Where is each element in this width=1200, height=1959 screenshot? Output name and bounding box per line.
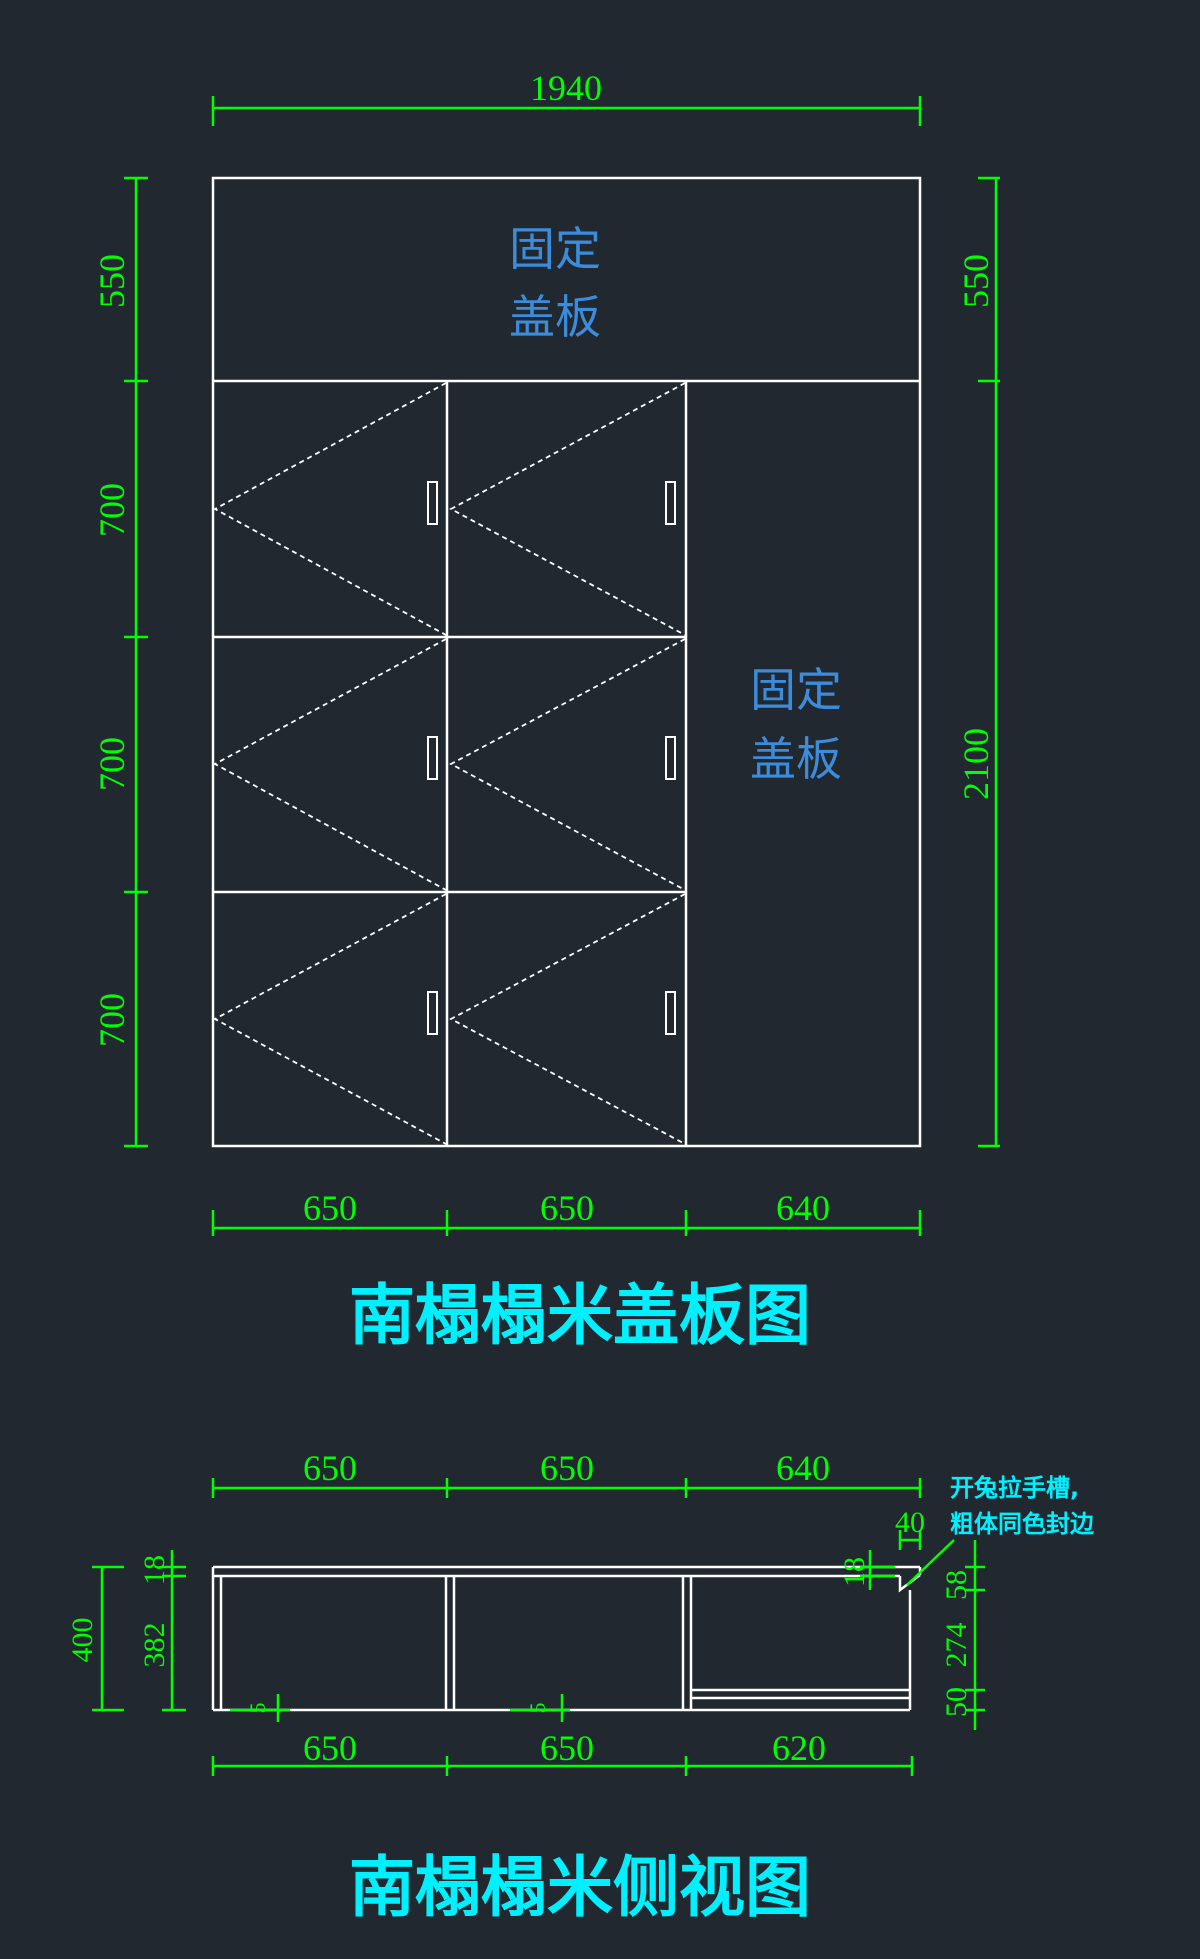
side-note-line2: 粗体同色封边 [950, 1510, 1095, 1538]
side-dim-400: 400 [66, 1618, 99, 1663]
side-dim-50: 50 [940, 1687, 973, 1717]
side-dim-bottom-650-2: 650 [540, 1728, 594, 1768]
top-view-title: 南榻榻米盖板图 [349, 1277, 811, 1354]
fixed-panel-right-line1: 固定 [750, 663, 842, 717]
dim-bottom-650-2: 650 [540, 1188, 594, 1228]
side-dim-top-650-1: 650 [303, 1448, 357, 1488]
dim-right-550: 550 [956, 254, 996, 308]
handle-r1c2 [665, 481, 676, 525]
side-dim-top-640: 640 [776, 1448, 830, 1488]
side-dim-bottom-650-1: 650 [303, 1728, 357, 1768]
side-dim-5-b: 5 [525, 1703, 550, 1714]
side-top-width-labels: 650 650 640 [303, 1448, 830, 1488]
side-vertical-labels: 400 18 382 40 18 58 274 50 5 5 [66, 1506, 973, 1717]
side-dim-382: 382 [138, 1623, 171, 1668]
dim-bottom-650-1: 650 [303, 1188, 357, 1228]
side-dim-274: 274 [940, 1623, 973, 1668]
fixed-panel-right-line2: 盖板 [750, 732, 842, 786]
side-dim-bottom-620: 620 [772, 1728, 826, 1768]
right-height-labels: 550 2100 [956, 254, 996, 800]
bottom-width-labels: 650 650 640 [303, 1188, 830, 1228]
side-dim-18-left: 18 [138, 1555, 171, 1585]
handle-r1c1 [427, 481, 438, 525]
handle-r3c2 [665, 991, 676, 1035]
side-bottom-width-labels: 650 650 620 [303, 1728, 826, 1768]
side-dim-40: 40 [895, 1506, 925, 1539]
side-note-line1: 开兔拉手槽, [950, 1474, 1079, 1502]
side-view-dimension-lines [92, 1478, 985, 1776]
top-view-outline [211, 176, 922, 1148]
dim-overall-width: 1940 [530, 68, 602, 108]
dim-right-2100: 2100 [956, 728, 996, 800]
dim-left-550: 550 [92, 254, 132, 308]
side-view-title: 南榻榻米侧视图 [349, 1849, 811, 1926]
side-note: 开兔拉手槽, 粗体同色封边 [950, 1474, 1095, 1538]
side-view-outline [211, 1565, 922, 1712]
handle-r3c1 [427, 991, 438, 1035]
fixed-panel-top-line1: 固定 [509, 222, 601, 276]
door-handles [427, 481, 676, 1035]
dim-bottom-640: 640 [776, 1188, 830, 1228]
fixed-panel-top-line2: 盖板 [509, 290, 601, 344]
dim-left-700-3: 700 [92, 993, 132, 1047]
side-dim-18-right: 18 [838, 1557, 871, 1587]
dim-left-700-1: 700 [92, 483, 132, 537]
side-dim-top-650-2: 650 [540, 1448, 594, 1488]
top-view-dimension-lines [124, 96, 1000, 1236]
dim-left-700-2: 700 [92, 737, 132, 791]
handle-r2c2 [665, 736, 676, 780]
side-dim-58: 58 [940, 1570, 973, 1600]
left-height-labels: 550 700 700 700 [92, 254, 132, 1047]
handle-r2c1 [427, 736, 438, 780]
side-dim-5-a: 5 [245, 1703, 270, 1714]
door-swing-lines [213, 382, 686, 1145]
